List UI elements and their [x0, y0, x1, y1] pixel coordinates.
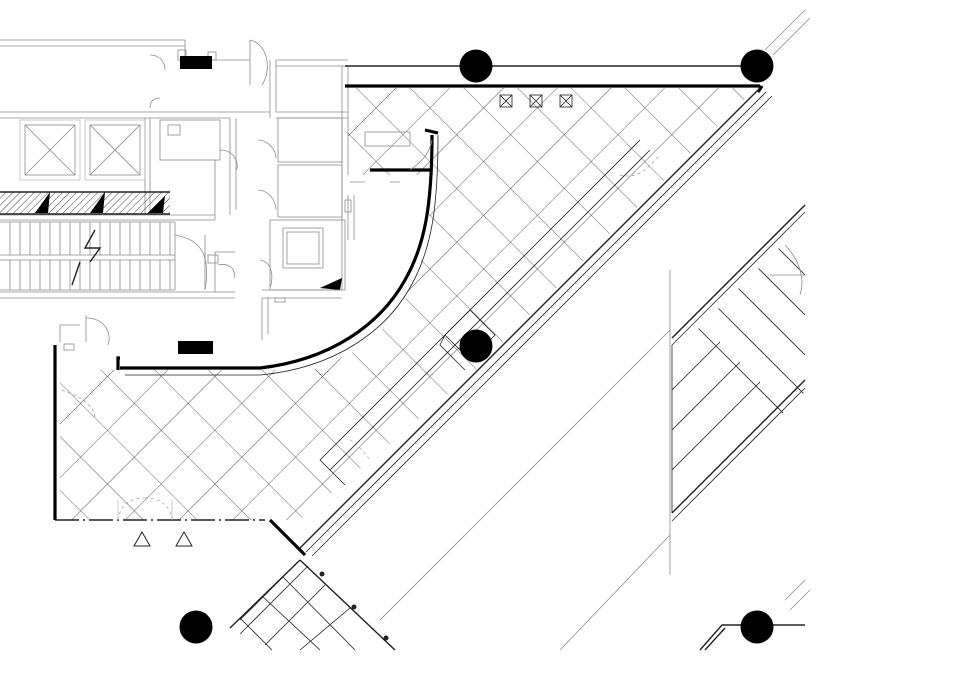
exterior-walls — [53, 65, 764, 557]
reception-desk — [364, 131, 411, 147]
structural-column — [459, 329, 493, 363]
stair-bottom — [229, 559, 396, 651]
entry-triangle-marker — [175, 530, 193, 547]
ceiling-fixtures — [499, 94, 573, 108]
escalator-right — [671, 204, 806, 522]
elevator-left — [19, 119, 81, 181]
structural-column — [459, 49, 493, 83]
entry-doors — [117, 497, 173, 521]
door-swing — [61, 389, 96, 421]
service-core — [0, 39, 355, 351]
railing-bottom-right — [699, 624, 805, 651]
structural-column — [740, 49, 774, 83]
elevator-right — [84, 119, 146, 181]
door-swing — [619, 154, 661, 177]
door-swing — [349, 439, 371, 461]
entry-triangle-marker — [133, 530, 151, 547]
structural-column — [740, 610, 774, 644]
door-swing — [409, 139, 433, 171]
fire-extinguisher-cabinet — [180, 56, 212, 69]
curved-partition — [125, 134, 439, 376]
site-lines — [379, 9, 811, 651]
elevator-small — [282, 227, 324, 269]
structural-column — [179, 610, 213, 644]
fire-extinguisher-cabinet — [178, 341, 213, 354]
stair-core — [0, 221, 235, 299]
